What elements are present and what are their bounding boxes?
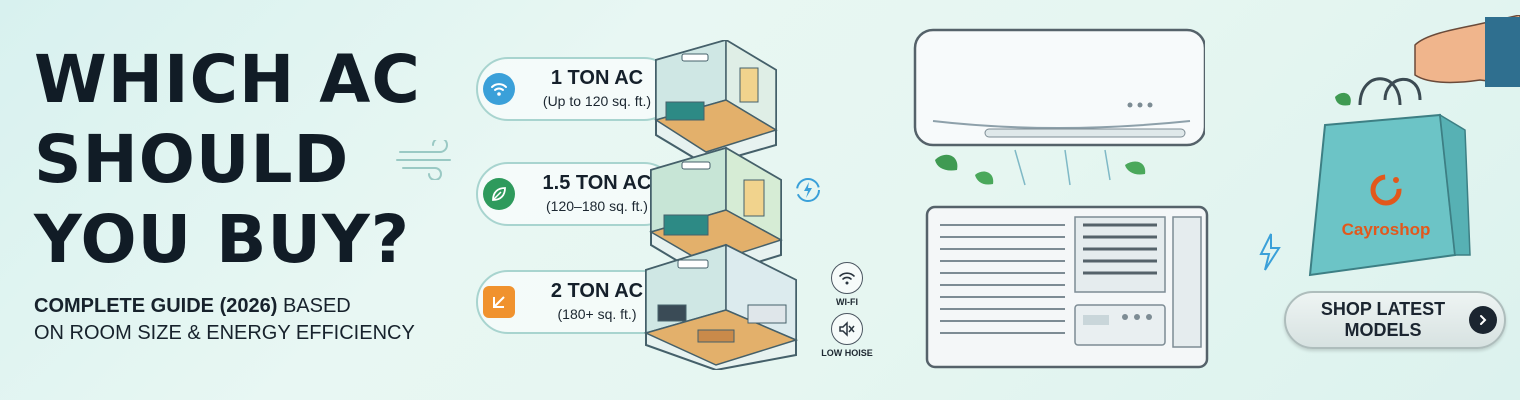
headline: WHICH AC SHOULD YOU BUY?	[34, 40, 474, 280]
living-room-illustration	[643, 243, 799, 370]
wind-icon	[396, 140, 451, 180]
shop-button-label: SHOP LATEST MODELS	[1320, 299, 1446, 340]
split-ac-illustration	[913, 28, 1205, 147]
lightning-icon	[1259, 233, 1281, 271]
shopping-bag-illustration	[1308, 15, 1520, 277]
bedroom-small-illustration	[654, 40, 778, 167]
wifi-feature: WI-FI	[812, 262, 882, 307]
tonnage-card-3: 2 TON AC (180+ sq. ft.)	[476, 270, 676, 334]
headline-line-3: YOU BUY?	[34, 201, 411, 278]
headline-line-1: WHICH AC	[34, 41, 421, 118]
tonnage-label: 1.5 TON AC	[542, 172, 652, 194]
tonnage-card-2: 1.5 TON AC (120–180 sq. ft.)	[476, 162, 676, 226]
wifi-feature-label: WI-FI	[836, 297, 858, 307]
tonnage-label: 2 TON AC	[550, 280, 644, 302]
tonnage-label: 1 TON AC	[550, 67, 644, 89]
wifi-icon	[483, 73, 515, 105]
subheadline-bold: COMPLETE GUIDE (2026)	[34, 295, 278, 317]
subheadline: COMPLETE GUIDE (2026) BASED ON ROOM SIZE…	[34, 293, 474, 347]
room-size-label: (120–180 sq. ft.)	[546, 198, 648, 214]
room-size-label: (180+ sq. ft.)	[557, 306, 637, 322]
window-ac-illustration	[925, 205, 1209, 369]
power-icon	[483, 286, 515, 318]
brand-logo-text: Cayroshop	[1341, 220, 1431, 239]
speaker-mute-icon	[831, 313, 863, 345]
shop-latest-models-button[interactable]: SHOP LATEST MODELS	[1284, 291, 1506, 349]
energy-cycle-icon	[796, 178, 820, 202]
room-illustrations	[643, 40, 799, 370]
bedroom-medium-illustration	[649, 146, 783, 280]
subheadline-line-2: ON ROOM SIZE & ENERGY EFFICIENCY	[34, 322, 415, 344]
headline-line-2: SHOULD	[34, 121, 350, 198]
low-noise-feature-label: LOW HOISE	[821, 348, 873, 358]
chevron-right-icon	[1469, 306, 1497, 334]
low-noise-feature: LOW HOISE	[812, 313, 882, 358]
leaf-icon	[483, 178, 515, 210]
wifi-feature-icon	[831, 262, 863, 294]
room-size-label: (Up to 120 sq. ft.)	[542, 93, 652, 109]
subheadline-normal: BASED	[277, 295, 351, 317]
airflow-leaves-icon	[935, 149, 1146, 186]
